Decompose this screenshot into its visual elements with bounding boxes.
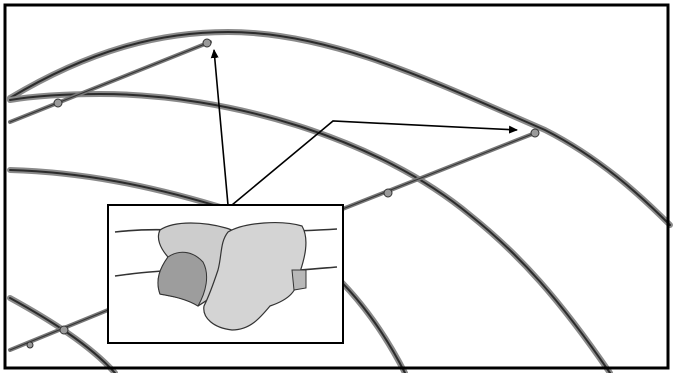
outer-frame [3, 3, 670, 370]
weld-joint [530, 128, 540, 138]
weld-joint [383, 188, 393, 198]
weld-joint [59, 325, 69, 335]
callout-arrows [210, 49, 518, 206]
weld-joint [26, 341, 34, 349]
weld-joint [53, 98, 63, 108]
weld-bead-right-tab [291, 269, 307, 291]
weld-bead-left-shadow [157, 251, 208, 307]
weld-bead-right [203, 222, 307, 331]
weld-joint [202, 38, 212, 48]
purlins [8, 40, 537, 352]
weld-joints [26, 38, 540, 349]
callout-arrow-right [231, 120, 518, 206]
callout-arrow-up [210, 49, 229, 206]
weld-detail-inset [107, 204, 344, 344]
arch-1-edge [9, 30, 671, 226]
arch-4-edge [9, 297, 116, 373]
